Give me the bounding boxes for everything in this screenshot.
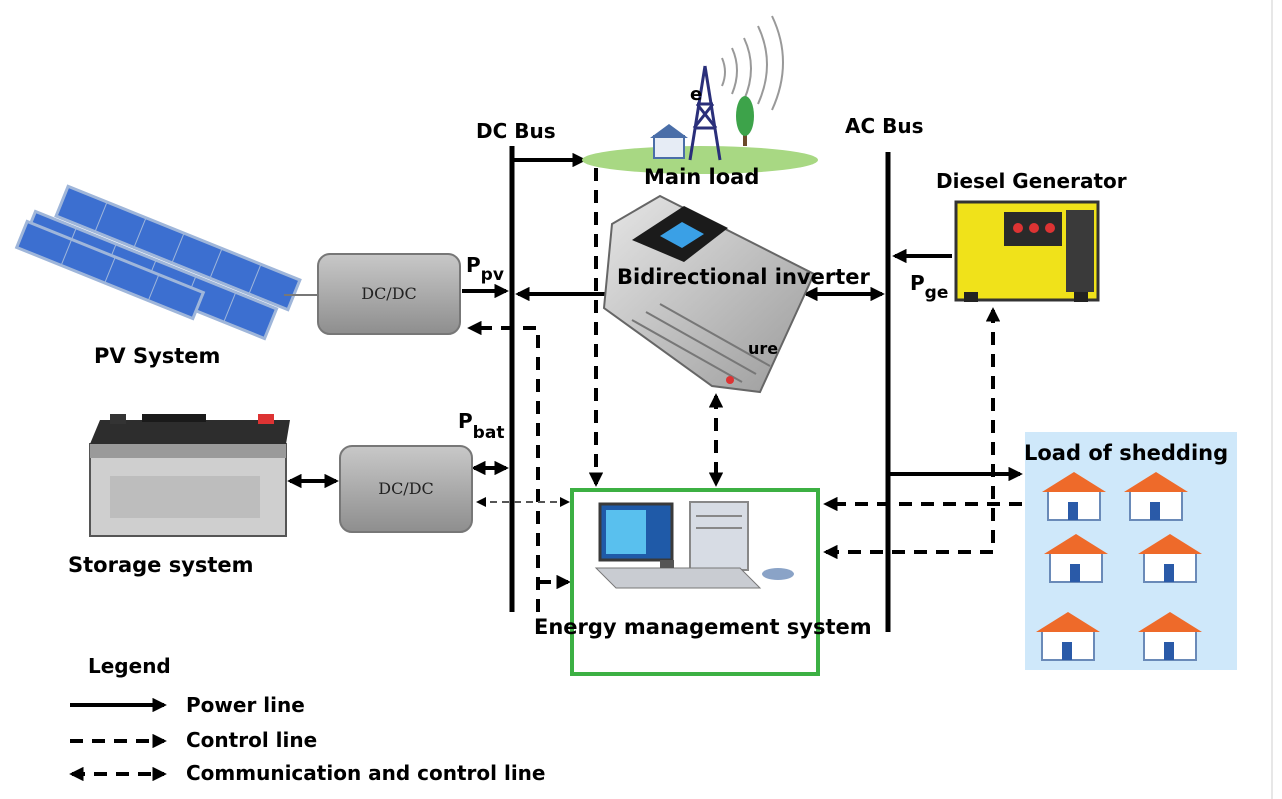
houses [1036, 472, 1202, 661]
main-load-e-label: e [690, 84, 702, 105]
legend-control-line-label: Control line [186, 728, 317, 752]
diesel-generator-label: Diesel Generator [936, 169, 1127, 193]
control-line-pv [467, 320, 540, 612]
storage-system-label: Storage system [68, 553, 254, 577]
solar-panel-icon [14, 184, 302, 341]
legend-title: Legend [88, 654, 171, 678]
dcdc-converter-pv: DC/DC [317, 253, 461, 335]
dcdc-pv-label: DC/DC [361, 284, 417, 303]
diesel-generator-icon [954, 200, 1100, 302]
load-shedding-label: Load of shedding [1024, 441, 1228, 465]
house-icon [1124, 472, 1188, 521]
legend-comm-line-label: Communication and control line [186, 761, 545, 785]
computer-icon [594, 501, 794, 589]
p-bat-symbol: Pbat [458, 409, 504, 443]
battery-icon [89, 414, 290, 537]
legend-power-line-label: Power line [186, 693, 305, 717]
main-load-label: Main load [644, 165, 759, 189]
signal-waves-icon [721, 15, 784, 111]
ac-bus-label: AC Bus [845, 114, 924, 138]
house-icon [1042, 472, 1106, 521]
dc-bus-label: DC Bus [476, 119, 556, 143]
pv-system-label: PV System [94, 344, 220, 368]
ems-label: Energy management system [534, 615, 872, 639]
bidirectional-inverter-label: Bidirectional inverter [617, 265, 870, 289]
p-ge-symbol: Pge [910, 271, 948, 303]
legend: Legend Power line Control line Communica… [69, 654, 545, 785]
dcdc-converter-storage: DC/DC [339, 445, 473, 533]
p-pv-symbol: Ppv [466, 253, 504, 285]
tree-icon [736, 96, 754, 146]
dcdc-storage-label: DC/DC [378, 479, 434, 498]
house-icon [1138, 612, 1202, 661]
house-icon [1044, 534, 1108, 583]
house-icon [1036, 612, 1100, 661]
main-load-illustration [582, 15, 818, 174]
inverter-icon [602, 194, 816, 394]
building-icon [650, 124, 688, 159]
inverter-fragment-label: ure [748, 339, 778, 358]
control-line-generator [823, 307, 1001, 560]
antenna-tower-icon [688, 65, 722, 161]
house-icon [1138, 534, 1202, 583]
ems-box [570, 488, 820, 676]
ground-patch [582, 146, 818, 174]
